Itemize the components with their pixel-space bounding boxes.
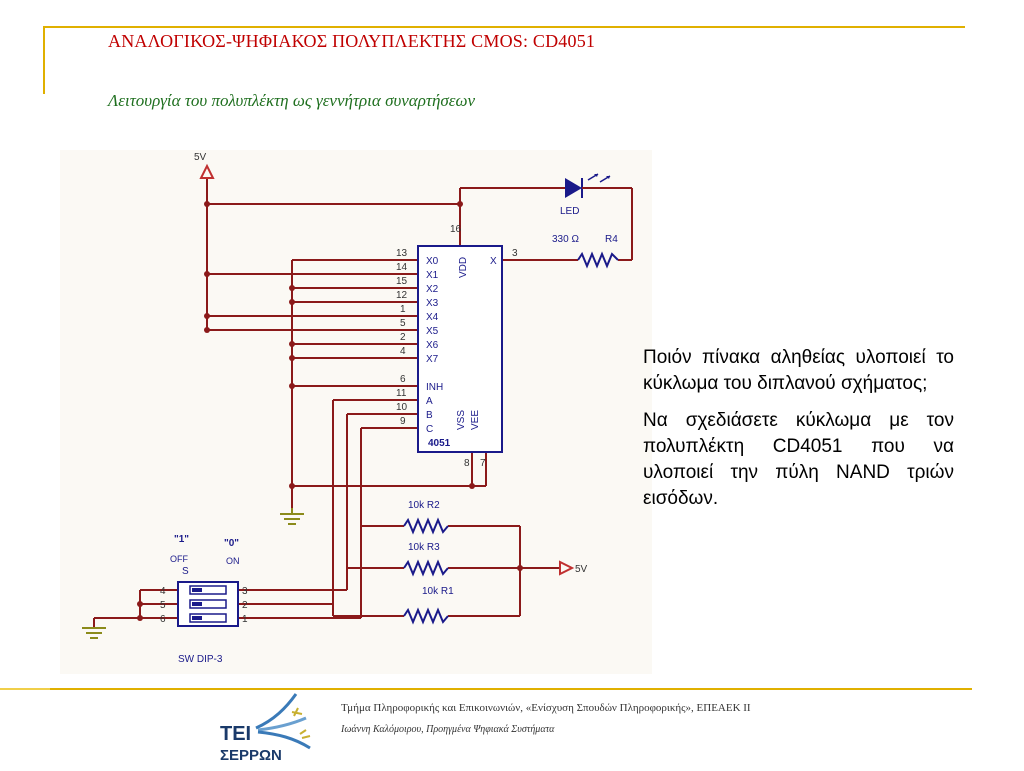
- svg-text:9: 9: [400, 416, 406, 427]
- svg-text:2: 2: [400, 332, 406, 343]
- svg-text:12: 12: [396, 290, 408, 301]
- svg-text:X: X: [490, 256, 497, 267]
- svg-text:2: 2: [242, 600, 248, 611]
- svg-text:1: 1: [242, 614, 248, 625]
- supply-5v-top: 5V: [194, 152, 215, 179]
- svg-text:R4: R4: [605, 234, 618, 245]
- header-accent-line: [43, 26, 965, 28]
- led: LED: [560, 173, 611, 217]
- circuit-diagram: 5V LED 330 Ω R4 4051 VDD VSS VEE X: [60, 150, 652, 674]
- question-nand-design: Να σχεδιάσετε κύκλωμα με τον πολυπλέκτη …: [643, 410, 954, 509]
- svg-text:B: B: [426, 410, 433, 421]
- ground-symbol: [280, 508, 304, 525]
- tei-serron-logo: ΤΕΙ ΣΕΡΡΩΝ: [214, 690, 326, 766]
- svg-text:ON: ON: [226, 556, 240, 566]
- svg-text:X6: X6: [426, 340, 439, 351]
- svg-text:10k R3: 10k R3: [408, 542, 440, 553]
- chip-4051: 4051 VDD VSS VEE X X0 X1 X2 X3 X4 X5 X6 …: [417, 245, 503, 453]
- svg-text:VEE: VEE: [470, 410, 481, 430]
- svg-text:X5: X5: [426, 326, 439, 337]
- svg-text:8: 8: [464, 458, 470, 469]
- header-accent-bar: [43, 26, 45, 94]
- svg-text:4: 4: [160, 586, 166, 597]
- svg-text:16: 16: [450, 224, 462, 235]
- svg-text:10: 10: [396, 402, 408, 413]
- svg-text:VSS: VSS: [456, 410, 467, 430]
- svg-text:14: 14: [396, 262, 408, 273]
- svg-text:LED: LED: [560, 206, 579, 217]
- svg-text:5: 5: [160, 600, 166, 611]
- svg-text:VDD: VDD: [458, 257, 469, 278]
- svg-text:A: A: [426, 396, 433, 407]
- footer-accent-line: [50, 688, 972, 690]
- svg-text:6: 6: [160, 614, 166, 625]
- svg-text:X1: X1: [426, 270, 439, 281]
- resistor-r3: 10k R3: [403, 542, 449, 577]
- resistor-r1: 10k R1: [403, 586, 454, 625]
- svg-text:5: 5: [400, 318, 406, 329]
- svg-text:15: 15: [396, 276, 408, 287]
- svg-text:OFF: OFF: [170, 554, 188, 564]
- footer-accent-left: [0, 688, 50, 690]
- svg-text:"1": "1": [174, 534, 189, 545]
- question-text: Ποιόν πίνακα αληθείας υλοποιεί το κύκλωμ…: [643, 345, 954, 523]
- resistor-r2: 10k R2: [403, 500, 449, 535]
- slide-title: ΑΝΑΛΟΓΙΚΟΣ-ΨΗΦΙΑΚΟΣ ΠΟΛΥΠΛΕΚΤΗΣ CMOS: CD…: [108, 31, 596, 51]
- svg-text:1: 1: [400, 304, 406, 315]
- svg-text:4051: 4051: [428, 438, 451, 449]
- svg-text:X3: X3: [426, 298, 439, 309]
- footer-author: Ιωάννη Καλόμοιρου, Προηγμένα Ψηφιακά Συσ…: [341, 724, 555, 735]
- svg-text:3: 3: [512, 248, 518, 259]
- resistor-r4: 330 Ω R4: [552, 234, 619, 269]
- svg-text:5V: 5V: [575, 564, 588, 575]
- pin-numbers: 13 14 15 12 1 5 2 4 6 11 10 9 16 3 8 7: [396, 224, 518, 469]
- svg-text:10k R1: 10k R1: [422, 586, 454, 597]
- svg-text:13: 13: [396, 248, 408, 259]
- svg-text:INH: INH: [426, 382, 443, 393]
- footer-department: Τμήμα Πληροφορικής και Επικοινωνιών, «Εν…: [341, 702, 751, 714]
- svg-text:X2: X2: [426, 284, 439, 295]
- svg-text:"0": "0": [224, 538, 239, 549]
- svg-text:10k R2: 10k R2: [408, 500, 440, 511]
- svg-text:C: C: [426, 424, 433, 435]
- dip-switch: "1" "0" OFF ON S SW DIP-3 4 5 6 3 2 1: [160, 534, 248, 665]
- svg-text:4: 4: [400, 346, 406, 357]
- svg-text:X4: X4: [426, 312, 439, 323]
- svg-text:11: 11: [396, 388, 407, 399]
- svg-text:330 Ω: 330 Ω: [552, 234, 579, 245]
- svg-text:SW DIP-3: SW DIP-3: [178, 654, 223, 665]
- svg-text:5V: 5V: [194, 152, 207, 163]
- supply-5v-right: 5V: [559, 560, 588, 576]
- svg-text:6: 6: [400, 374, 406, 385]
- svg-text:S: S: [182, 566, 189, 577]
- svg-text:X0: X0: [426, 256, 439, 267]
- svg-text:3: 3: [242, 586, 248, 597]
- svg-text:X7: X7: [426, 354, 439, 365]
- svg-text:ΤΕΙ: ΤΕΙ: [220, 723, 251, 745]
- svg-text:ΣΕΡΡΩΝ: ΣΕΡΡΩΝ: [220, 747, 282, 764]
- question-truth-table: Ποιόν πίνακα αληθείας υλοποιεί το κύκλωμ…: [643, 347, 954, 394]
- slide-subtitle: Λειτουργία του πολυπλέκτη ως γεννήτρια σ…: [108, 91, 476, 110]
- ground-symbol-switch: [82, 627, 106, 639]
- svg-text:7: 7: [480, 458, 486, 469]
